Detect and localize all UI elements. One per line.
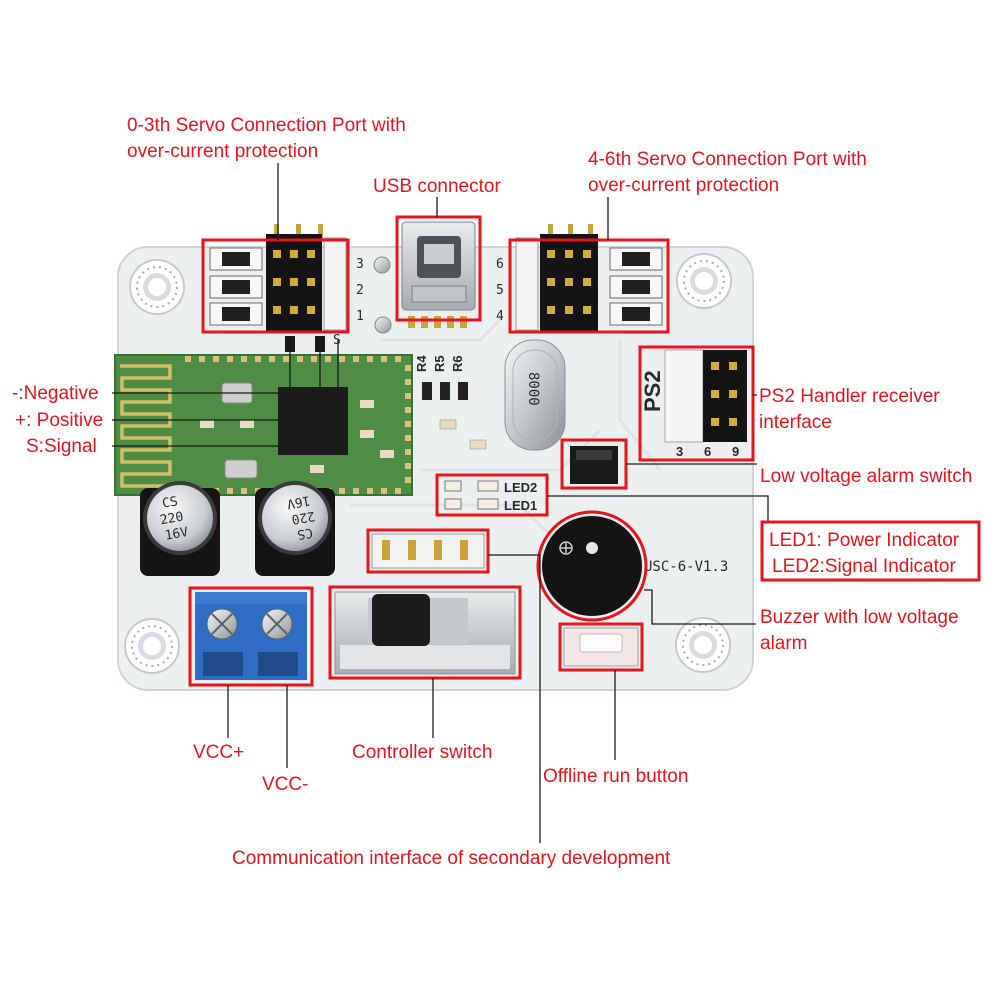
pin-number: 2 (356, 283, 364, 298)
leader-lines (112, 163, 769, 843)
ps2-silkscreen: PS2 (640, 370, 665, 412)
servo-0-3-label: over-current protection (127, 141, 318, 162)
ps2-pin-number: 9 (732, 444, 739, 459)
ps2-interface: PS2 3 6 9 (638, 345, 755, 462)
controller-slide-switch (328, 585, 522, 680)
capacitor-label: CS (161, 494, 179, 511)
capacitor-label: 16V (285, 492, 311, 511)
servo-port-0-3: 3 2 1 S (201, 224, 364, 352)
mounting-hole-bottom-right (675, 617, 731, 673)
mounting-hole-top-right (676, 253, 732, 309)
led-indicators: LED2 LED1 (435, 473, 549, 517)
board-version-label: USC-6-V1.3 (644, 559, 728, 575)
connector-housing (515, 237, 539, 331)
pin-number: 5 (496, 283, 504, 298)
servo-port-4-6-highlight (508, 238, 670, 334)
capacitor-label: 220 (159, 510, 185, 529)
offline-button-highlight (558, 622, 644, 672)
pin-number: 4 (496, 309, 504, 324)
led-highlight (435, 473, 549, 517)
servo-port-4-6: 6 5 4 (496, 224, 670, 334)
terminal-block-highlight (188, 586, 314, 687)
offline-button-label: Offline run button (543, 766, 688, 787)
servo-4-6-label: over-current protection (588, 175, 779, 196)
usb-connector (373, 215, 482, 334)
power-terminal-block (188, 586, 314, 687)
servo-0-3-label: 0-3th Servo Connection Port with (127, 115, 406, 136)
led1-silkscreen: LED1 (504, 498, 537, 513)
ps2-label: PS2 Handler receiver (759, 386, 940, 407)
pcb-traces (350, 318, 662, 547)
bluetooth-module (114, 354, 413, 496)
mounting-hole-bottom-left (124, 618, 180, 674)
antenna-trace (120, 364, 172, 488)
vcc-plus-label: VCC+ (193, 742, 244, 763)
resistor-label: R6 (450, 355, 465, 372)
crystal-oscillator: 8000 (504, 339, 566, 451)
communication-header-highlight (366, 528, 490, 574)
low-voltage-switch-label: Low voltage alarm switch (760, 466, 972, 487)
module-crystal (224, 459, 258, 479)
controller-switch-highlight (328, 585, 522, 680)
bluetooth-chip (278, 387, 348, 455)
led-label: LED1: Power Indicator (769, 530, 960, 551)
signal-pin-label: S (333, 333, 341, 348)
pin-number: 6 (496, 257, 504, 272)
buzzer-highlight (536, 510, 648, 622)
negative-pin-label: -:Negative (12, 383, 99, 404)
buzzer-label: alarm (760, 633, 808, 654)
communication-interface-label: Communication interface of secondary dev… (232, 848, 671, 869)
resistors: R4 R5 R6 (414, 355, 487, 450)
switch-knob (372, 594, 430, 646)
connector-housing (323, 237, 347, 331)
positive-pin-label: +: Positive (15, 410, 103, 431)
buzzer-label: Buzzer with low voltage (760, 607, 959, 628)
resistor-label: R4 (414, 355, 429, 372)
controller-switch-label: Controller switch (352, 742, 492, 763)
led-label-box (760, 520, 981, 582)
usb-connector-highlight (395, 215, 482, 322)
ps2-pin-number: 6 (704, 444, 711, 459)
servo-4-6-label: 4-6th Servo Connection Port with (588, 149, 867, 170)
ps2-label: interface (759, 412, 832, 433)
vcc-minus-label: VCC- (262, 774, 308, 795)
capacitor-label: 16V (164, 525, 190, 544)
pin-header (703, 350, 747, 442)
mounting-hole-top-left (129, 259, 185, 315)
signal-pin-annotation: S:Signal (26, 436, 97, 457)
buzzer (536, 510, 648, 622)
communication-header (366, 528, 490, 574)
resistor-label: R5 (432, 355, 447, 372)
capacitor-label: 220 (290, 508, 316, 527)
offline-run-button (558, 622, 644, 672)
capacitor-left: CS 220 16V (140, 481, 220, 576)
ps2-interface-highlight (638, 345, 755, 462)
usb-label: USB connector (373, 176, 501, 197)
pin-number: 3 (356, 257, 364, 272)
crystal-label: 8000 (525, 372, 541, 406)
servo-port-0-3-highlight (201, 238, 350, 334)
led-label: LED2:Signal Indicator (772, 556, 956, 577)
low-voltage-alarm-switch (560, 438, 628, 490)
connector-housing (664, 349, 704, 443)
pin-number: 1 (356, 309, 364, 324)
led2-silkscreen: LED2 (504, 480, 537, 495)
capacitor-label: CS (296, 524, 314, 541)
ps2-pin-number: 3 (676, 444, 683, 459)
capacitor-right: CS 220 16V (255, 481, 335, 576)
